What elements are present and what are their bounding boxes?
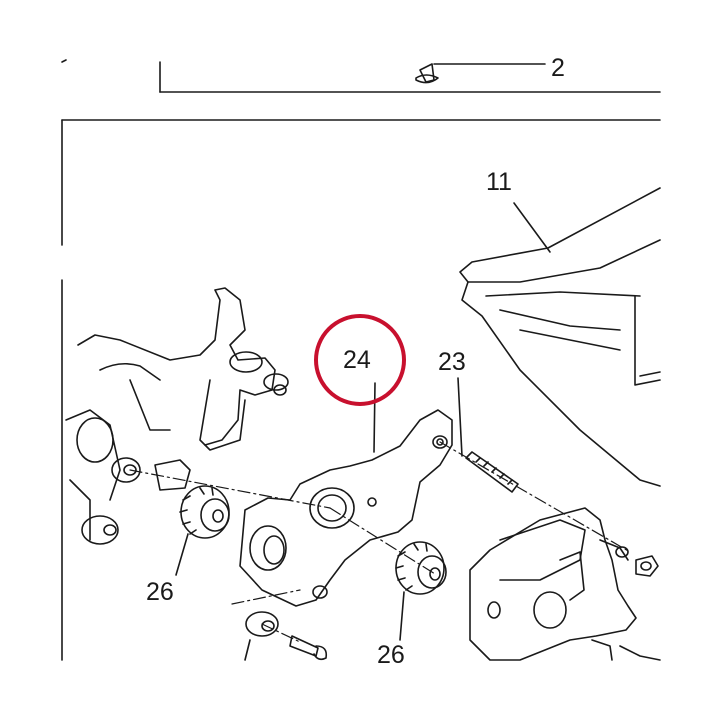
callout-part-2: 2 — [551, 54, 565, 82]
callout-part-26-right: 26 — [377, 641, 405, 669]
housing-part-11 — [459, 187, 661, 487]
gear-part-26-right — [395, 541, 447, 641]
screen-part-2 — [415, 63, 546, 84]
assembly-centerlines — [129, 441, 631, 643]
washer-and-screw — [244, 611, 328, 661]
callout-part-26-left: 26 — [146, 578, 174, 606]
screw-part-23 — [457, 377, 519, 493]
plate-part-24 — [239, 382, 453, 607]
gear-part-26-left — [175, 485, 230, 576]
callout-part-23: 23 — [438, 348, 466, 376]
upper-frame — [61, 59, 661, 93]
main-frame — [61, 119, 661, 661]
left-mechanism — [65, 287, 289, 545]
callout-part-11: 11 — [486, 168, 512, 196]
callout-part-24: 24 — [343, 346, 371, 374]
right-housing — [469, 507, 661, 661]
highlight-circle — [314, 314, 406, 406]
